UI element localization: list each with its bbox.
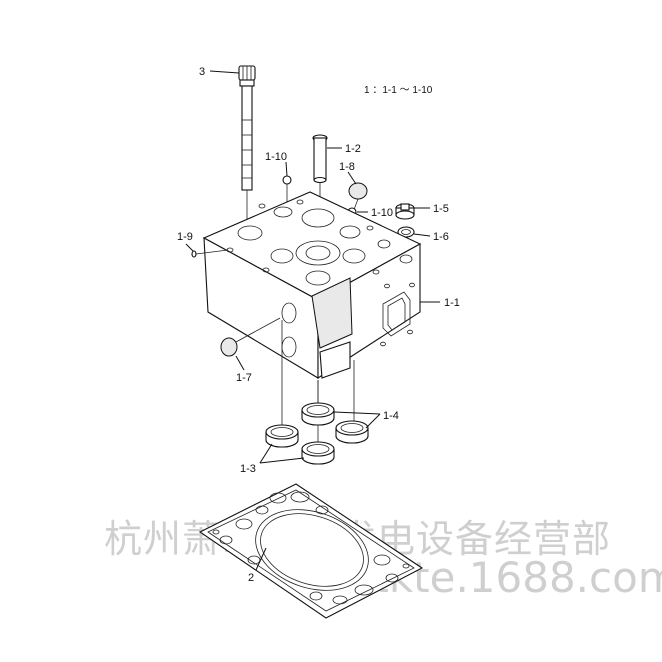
valve-seat-ring-1-4 (301, 402, 369, 444)
callout-1-5: 1-5 (433, 203, 449, 215)
callout-1-1: 1-1 (444, 297, 460, 309)
callout-1-6: 1-6 (433, 231, 449, 243)
callout-1-2: 1-2 (345, 143, 361, 155)
valve-guide (312, 134, 328, 240)
callout-1-10-upper: 1-10 (265, 151, 287, 163)
pin-1-9 (191, 249, 229, 258)
cylinder-head (202, 191, 422, 380)
head-bolt (238, 65, 256, 238)
callout-3: 3 (199, 66, 205, 78)
callout-1-3: 1-3 (240, 463, 256, 475)
callout-1-8: 1-8 (339, 161, 355, 173)
assembly-legend: 1 ：1-1 ～ 1-10 (364, 85, 433, 96)
head-gasket (198, 483, 424, 619)
callout-2: 2 (248, 572, 254, 584)
callout-1-4: 1-4 (383, 410, 399, 422)
side-plug (220, 317, 281, 357)
leader-lines (185, 70, 440, 571)
callout-1-7: 1-7 (236, 372, 252, 384)
plug-1-8 (348, 182, 368, 216)
screw-plug (395, 203, 415, 220)
callout-1-9: 1-9 (177, 231, 193, 243)
valve-seat-ring-1-3 (265, 424, 335, 465)
callout-1-10-lower: 1-10 (371, 207, 393, 219)
